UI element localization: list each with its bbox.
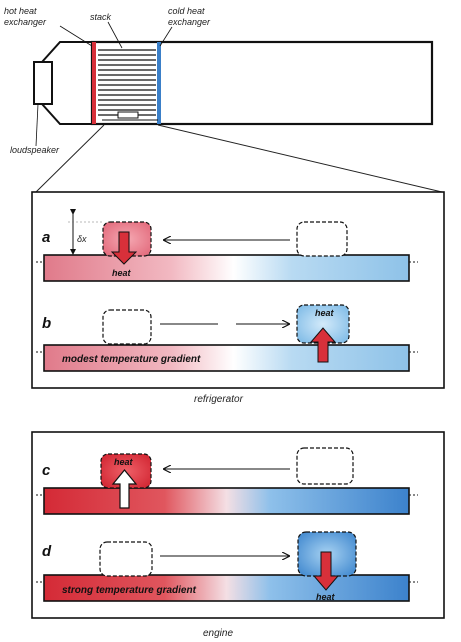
gas-parcel-d-empty bbox=[99, 541, 153, 577]
loudspeaker-leader bbox=[35, 103, 39, 147]
gradient-label-b: modest temperature gradient bbox=[62, 354, 201, 365]
cold-heat-exchanger-label-line1: cold heat bbox=[168, 6, 205, 16]
gas-parcel-a-empty bbox=[296, 221, 348, 257]
gradient-label-d: strong temperature gradient bbox=[62, 585, 197, 596]
plate-b bbox=[43, 344, 410, 372]
zoom-line-right bbox=[157, 124, 443, 193]
panel-d-letter: d bbox=[42, 543, 52, 560]
panel-c: c heat bbox=[36, 447, 418, 515]
panel-c-letter: c bbox=[42, 462, 51, 479]
plate-a bbox=[43, 254, 410, 282]
engine-caption: engine bbox=[203, 628, 233, 639]
stack-detail bbox=[117, 111, 139, 119]
heat-label-a: heat bbox=[112, 268, 132, 278]
hot-heat-exchanger-leader bbox=[59, 25, 93, 47]
refrigerator-panel: a δx heat b modest temperature gra bbox=[31, 191, 445, 405]
heat-arrow-d-down bbox=[312, 551, 340, 591]
cold-heat-exchanger bbox=[157, 42, 161, 124]
heat-label-d: heat bbox=[316, 592, 336, 602]
hot-heat-exchanger-label-line1: hot heat bbox=[4, 6, 37, 16]
panel-b-letter: b bbox=[42, 315, 51, 332]
hot-heat-exchanger-label-line2: exchanger bbox=[4, 17, 47, 27]
heat-arrow-b-up bbox=[309, 327, 337, 363]
resonator-tube bbox=[90, 40, 434, 126]
refrigerator-caption: refrigerator bbox=[194, 394, 244, 405]
cold-heat-exchanger-label-line2: exchanger bbox=[168, 17, 211, 27]
cold-heat-exchanger-leader bbox=[159, 26, 173, 47]
heat-arrow-c-up bbox=[111, 469, 138, 509]
resonator-apparatus: hot heat exchanger stack cold heat excha… bbox=[4, 6, 443, 193]
panel-d: d strong temperature gradient heat bbox=[36, 531, 418, 602]
stack-label: stack bbox=[90, 12, 112, 22]
engine-panel: c heat d strong temperature gradient bbox=[31, 431, 445, 639]
heat-label-b: heat bbox=[315, 308, 335, 318]
housing-lower-wall bbox=[41, 103, 92, 125]
plate-d bbox=[43, 574, 410, 602]
panel-b: b modest temperature gradient heat bbox=[36, 304, 418, 372]
stack-leader bbox=[107, 21, 123, 49]
loudspeaker-label: loudspeaker bbox=[10, 145, 60, 155]
hot-heat-exchanger bbox=[92, 42, 96, 124]
zoom-line-left bbox=[35, 124, 105, 193]
panel-a: a δx heat bbox=[36, 209, 418, 282]
housing-upper-wall bbox=[41, 41, 92, 63]
panel-a-letter: a bbox=[42, 229, 50, 246]
heat-label-c: heat bbox=[114, 457, 134, 467]
gas-parcel-b-empty bbox=[102, 309, 152, 345]
heat-arrow-a-down bbox=[110, 231, 138, 265]
gas-parcel-c-empty bbox=[296, 447, 354, 485]
plate-c bbox=[43, 487, 410, 515]
loudspeaker-body bbox=[33, 61, 53, 105]
delta-x-label: δx bbox=[77, 234, 87, 244]
